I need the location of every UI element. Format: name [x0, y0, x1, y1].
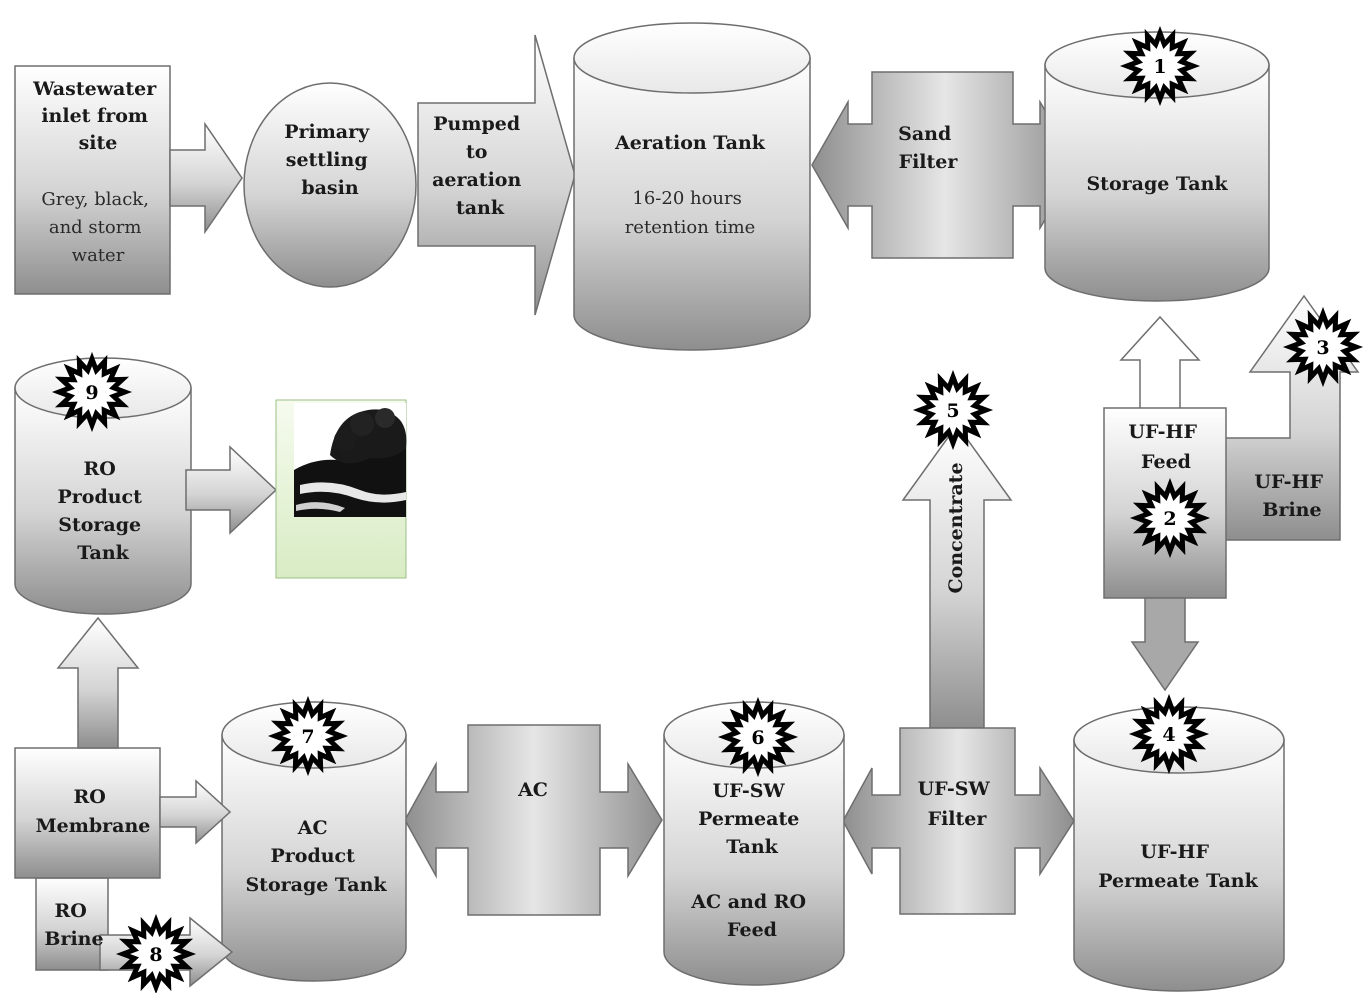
svg-text:Aeration Tank: Aeration Tank — [614, 132, 766, 154]
starburst-icon — [717, 696, 799, 778]
ufsw-permeate-tank: UF-SW Permeate Tank AC and RO Feed — [663, 701, 845, 986]
starburst-icon — [1282, 306, 1364, 388]
svg-text:Storage Tank: Storage Tank — [1086, 173, 1228, 195]
svg-text:Primary settling b: Primary settling basin — [284, 121, 376, 199]
marker-1: 1 — [1119, 25, 1201, 107]
wastewater-inlet-box: Wastewater inlet from site Grey, black, … — [14, 65, 171, 295]
marker-number: 7 — [301, 726, 314, 748]
svg-text:Sand Filter: Sand Filter — [898, 123, 958, 173]
svg-text:RO Membrane: RO Membrane — [36, 786, 151, 837]
marker-2: 2 — [1129, 477, 1211, 559]
svg-text:RO Brine: RO Brine — [44, 900, 103, 950]
marker-number: 5 — [946, 400, 959, 422]
svg-text:AC and RO Feed: AC and RO Feed — [690, 891, 812, 941]
marker-6: 6 — [717, 696, 799, 778]
ro-membrane-box: RO Membrane — [14, 747, 161, 879]
arrow-inlet-to-settling — [169, 121, 243, 235]
svg-text:AC Product Storage: AC Product Storage Tank — [245, 817, 387, 896]
starburst-icon — [115, 913, 197, 993]
storage-tank: Storage Tank — [1044, 31, 1270, 302]
svg-text:RO Product Storage: RO Product Storage Tank — [57, 458, 148, 564]
svg-text:Pumped to aeration: Pumped to aeration tank — [432, 113, 528, 219]
marker-number: 9 — [85, 382, 98, 404]
marker-5: 5 — [912, 369, 994, 451]
landscape-image — [275, 399, 407, 579]
arrow-membrane-up-to-ro-product — [56, 616, 140, 749]
marker-9: 9 — [51, 351, 133, 433]
ac-product-storage-tank: AC Product Storage Tank — [221, 701, 407, 982]
wastewater-title: Wastewater inlet from site — [32, 78, 163, 154]
svg-text:Concentrate: Concentrate — [945, 462, 967, 593]
arrow-feed-down-to-permeate — [1130, 597, 1200, 692]
marker-7: 7 — [267, 695, 349, 777]
ufhf-permeate-tank: UF-HF Permeate Tank — [1073, 706, 1285, 992]
wastewater-subtitle: Grey, black, and storm water — [41, 189, 154, 266]
marker-number: 2 — [1163, 508, 1176, 530]
svg-text:UF-SW Permeate Tan: UF-SW Permeate Tank — [698, 780, 806, 858]
ufsw-filter-double-arrow: UF-SW Filter — [842, 727, 1075, 915]
marker-number: 6 — [751, 727, 764, 749]
starburst-icon — [1129, 477, 1211, 559]
starburst-icon — [267, 695, 349, 777]
arrow-feed-up-to-storage — [1119, 315, 1201, 411]
pumped-to-aeration-arrow: Pumped to aeration tank — [417, 34, 576, 316]
svg-text:16-20 hours retention ti: 16-20 hours retention time — [625, 188, 756, 238]
marker-3: 3 — [1282, 306, 1364, 388]
marker-number: 4 — [1162, 724, 1175, 746]
svg-text:UF-SW Filter: UF-SW Filter — [918, 778, 997, 830]
starburst-icon — [1119, 25, 1201, 107]
svg-text:UF-HF Feed: UF-HF Feed — [1128, 421, 1203, 473]
svg-text:UF-HF Brine: UF-HF Brine — [1254, 471, 1329, 521]
svg-text:AC: AC — [517, 779, 548, 801]
sand-filter-double-arrow: Sand Filter — [811, 71, 1079, 259]
marker-number: 8 — [149, 944, 162, 966]
starburst-icon — [51, 351, 133, 433]
arrow-ac-product-to-membrane — [159, 779, 232, 845]
primary-settling-basin: Primary settling basin — [243, 82, 417, 288]
marker-number: 1 — [1153, 56, 1166, 78]
starburst-icon — [912, 369, 994, 451]
aeration-tank: Aeration Tank 16-20 hours retention time — [573, 22, 811, 351]
numbered-markers: 1 2 3 4 5 6 7 8 9 — [51, 25, 1364, 993]
arrow-ro-product-to-landscape — [185, 445, 278, 535]
starburst-icon — [1128, 693, 1210, 775]
ro-product-storage-tank: RO Product Storage Tank — [14, 357, 192, 615]
concentrate-up-arrow: Concentrate — [901, 423, 1013, 729]
marker-4: 4 — [1128, 693, 1210, 775]
marker-8: 8 — [115, 913, 197, 993]
marker-number: 3 — [1316, 337, 1329, 359]
svg-text:UF-HF Permeate Tank: UF-HF Permeate Tank — [1098, 841, 1258, 892]
ac-double-arrow: AC — [404, 724, 663, 916]
